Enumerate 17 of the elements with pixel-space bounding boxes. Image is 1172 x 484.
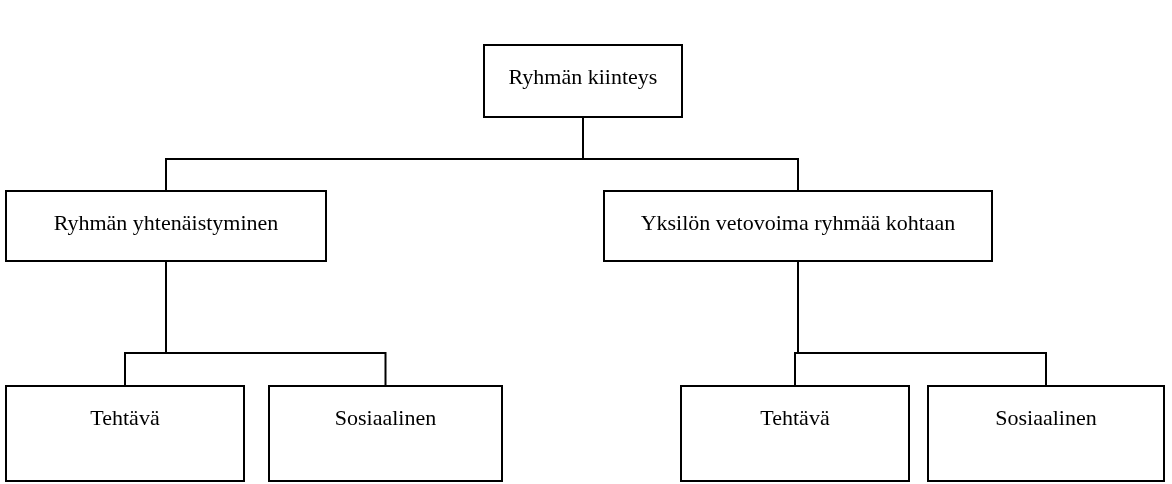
node-label: Ryhmän kiinteys <box>508 63 658 91</box>
node-label: Tehtävä <box>760 404 830 432</box>
node-label: Tehtävä <box>90 404 160 432</box>
connector-line <box>582 117 799 191</box>
process-box <box>5 385 245 482</box>
node-label: Ryhmän yhtenäistyminen <box>53 209 279 237</box>
connector-line <box>797 261 1047 386</box>
process-box <box>483 44 683 118</box>
connector-line <box>165 261 387 386</box>
node-label: Sosiaalinen <box>334 404 437 432</box>
process-box <box>268 385 503 482</box>
process-box <box>603 190 993 262</box>
process-box <box>927 385 1165 482</box>
node-label: Sosiaalinen <box>995 404 1097 432</box>
node-label: Yksilön vetovoima ryhmää kohtaan <box>640 209 956 237</box>
process-box <box>5 190 327 262</box>
process-box <box>680 385 910 482</box>
